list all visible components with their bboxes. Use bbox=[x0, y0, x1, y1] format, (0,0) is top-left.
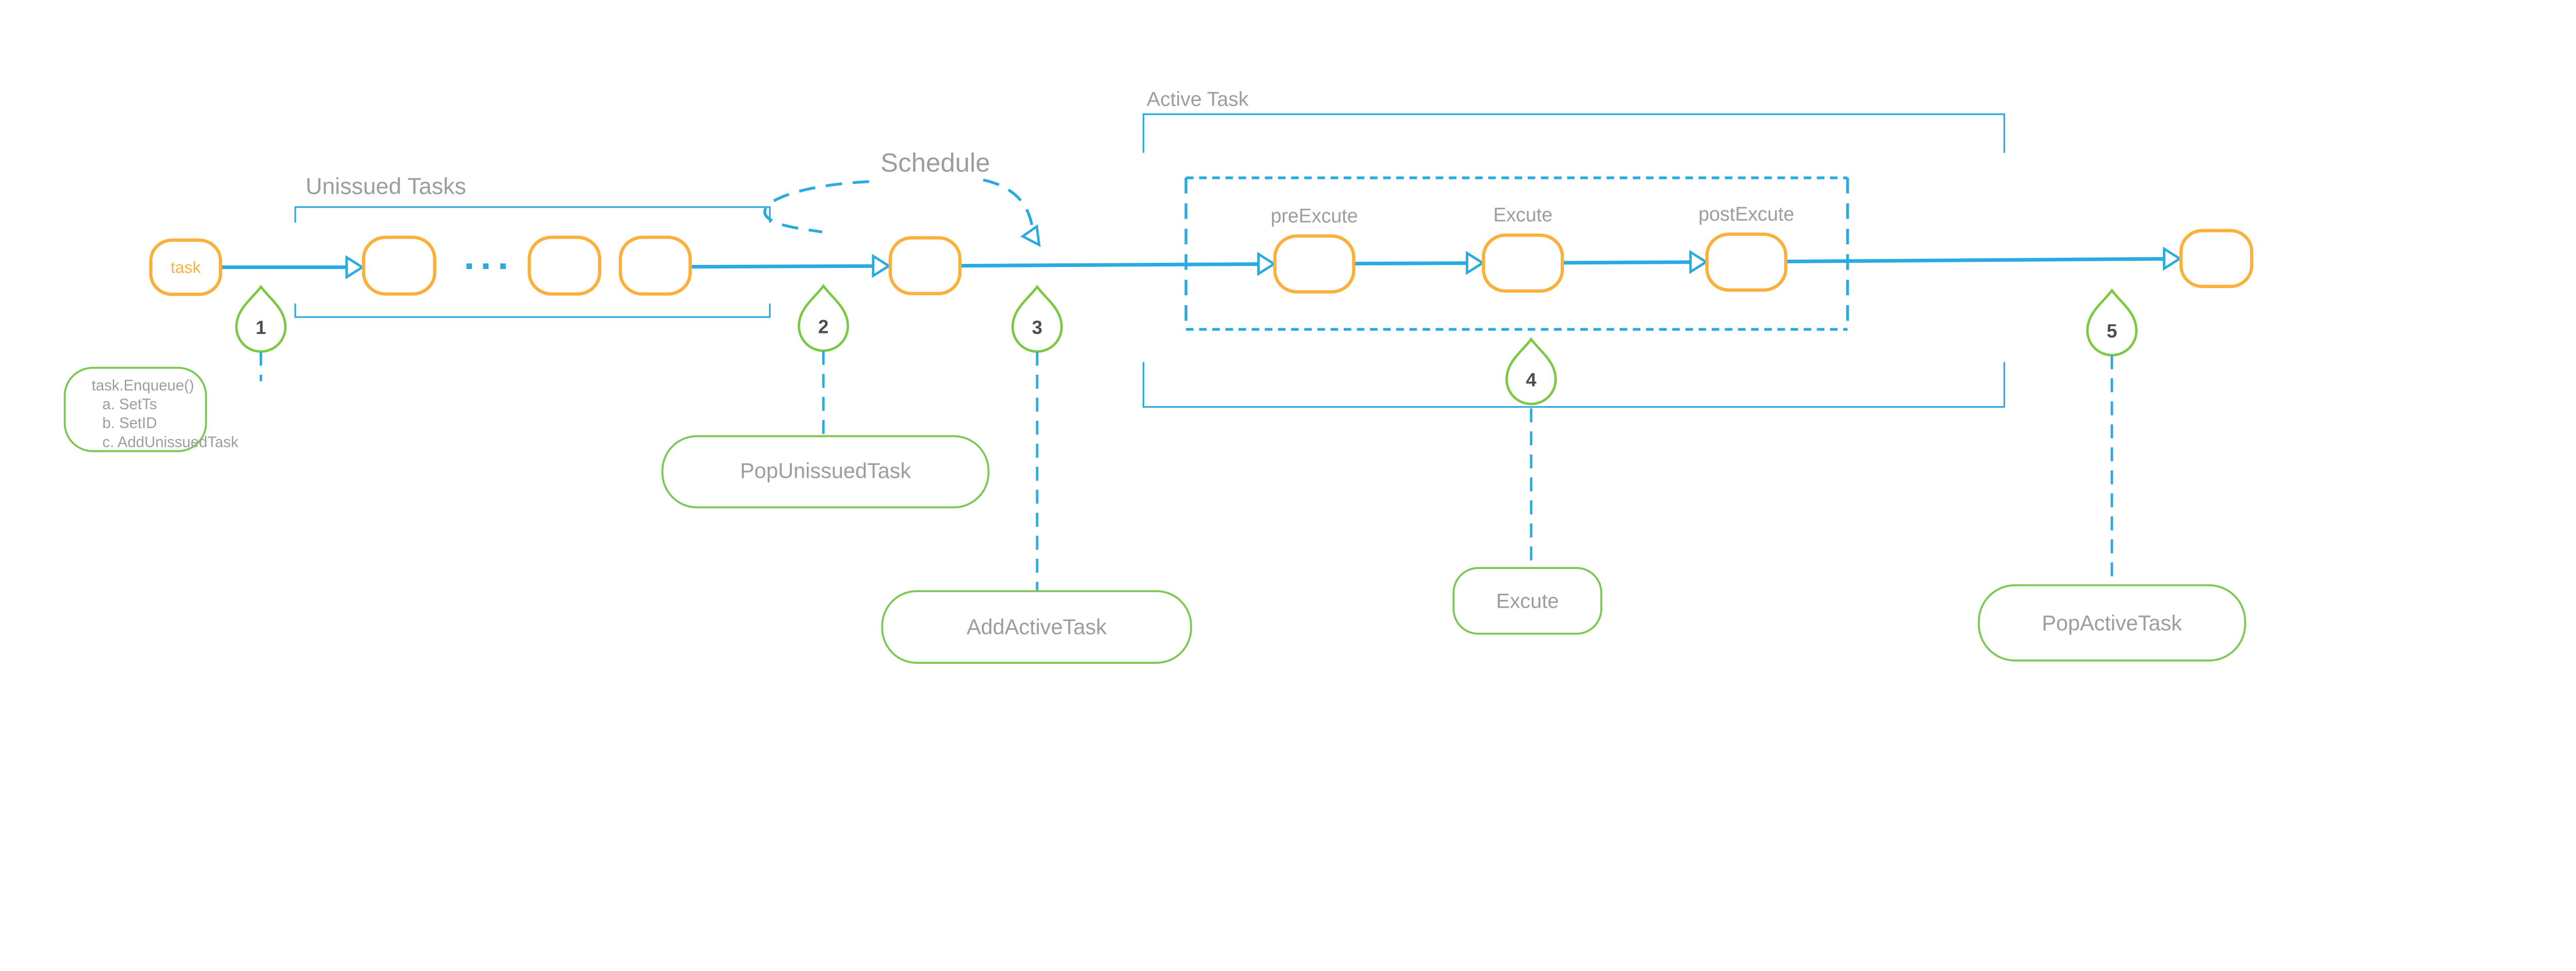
unissued-node-3 bbox=[618, 236, 692, 296]
callout-excute bbox=[1452, 567, 1603, 635]
flow-line-preexcute-to-excute bbox=[1353, 261, 1466, 265]
callout-pop-active-task-label: PopActiveTask bbox=[2042, 611, 2182, 635]
flow-line-schedule-to-preexcute bbox=[960, 262, 1258, 268]
flow-line-excute-to-postexcute bbox=[1562, 260, 1690, 265]
task-node bbox=[149, 238, 223, 296]
diagram-canvas: Unissued Tasks task Schedule Active Task bbox=[63, 88, 2253, 664]
marker-3-pin bbox=[1011, 284, 1063, 353]
schedule-label: Schedule bbox=[880, 148, 990, 177]
excute-node bbox=[1482, 233, 1564, 293]
callouts: task.Enqueue() a. SetTs b. SetID c. AddU… bbox=[63, 366, 2246, 664]
callout-excute-label: Excute bbox=[1496, 590, 1559, 613]
pre-excute-node bbox=[1273, 234, 1355, 294]
callout-add-active-task-label: AddActiveTask bbox=[967, 615, 1107, 639]
marker-connectors bbox=[259, 350, 2113, 595]
step-markers: 1 2 3 4 5 bbox=[235, 283, 2138, 406]
schedule-left-arc bbox=[763, 180, 869, 233]
active-task-label: Active Task bbox=[1147, 88, 1249, 111]
post-excute-node bbox=[1705, 232, 1788, 292]
unissued-tasks-top-bracket bbox=[294, 206, 771, 223]
callout-enqueue-line-4: c. AddUnissuedTask bbox=[103, 433, 239, 450]
unissued-tasks-section: Unissued Tasks task bbox=[149, 174, 771, 318]
unissued-node-2 bbox=[528, 236, 602, 296]
unissued-node-1 bbox=[362, 236, 436, 296]
unissued-tasks-bottom-bracket bbox=[294, 303, 771, 318]
schedule-right-arc bbox=[982, 178, 1034, 230]
active-task-section: Active Task preExcute Excute postExcute bbox=[1142, 88, 2005, 408]
arrow-head-icon bbox=[2163, 246, 2182, 271]
task-scheduling-diagram: Unissued Tasks task Schedule Active Task bbox=[63, 88, 2253, 664]
flow-line-postexcute-to-done bbox=[1786, 257, 2163, 263]
marker-5-pin bbox=[2086, 288, 2138, 357]
callout-enqueue bbox=[63, 366, 207, 453]
active-task-dotted-frame bbox=[1184, 176, 1849, 331]
marker-1-number: 1 bbox=[256, 317, 266, 338]
callout-pop-active-task bbox=[1977, 584, 2246, 662]
callout-pop-unissued-task bbox=[661, 435, 990, 509]
pre-excute-label: preExcute bbox=[1270, 205, 1358, 226]
excute-label: Excute bbox=[1494, 204, 1553, 226]
arrow-head-icon bbox=[1689, 249, 1709, 274]
marker-3-number: 3 bbox=[1032, 317, 1042, 338]
active-task-bottom-bracket bbox=[1142, 362, 2005, 408]
callout-add-active-task bbox=[881, 590, 1192, 664]
post-excute-label: postExcute bbox=[1699, 203, 1794, 225]
task-node-label: task bbox=[171, 258, 201, 276]
unissued-tasks-label: Unissued Tasks bbox=[306, 174, 466, 199]
arrow-head-icon bbox=[1466, 250, 1485, 275]
arrow-head-icon bbox=[1020, 224, 1041, 247]
active-task-top-bracket bbox=[1142, 113, 2005, 153]
ellipsis-dots-icon bbox=[466, 263, 506, 270]
arrow-head-icon bbox=[872, 254, 891, 278]
arrow-head-icon bbox=[345, 255, 365, 279]
marker-4-pin bbox=[1505, 337, 1557, 406]
marker-5-number: 5 bbox=[2107, 321, 2117, 342]
marker-1-pin bbox=[235, 284, 287, 353]
marker-2-number: 2 bbox=[818, 316, 828, 337]
arrow-head-icon bbox=[1257, 252, 1277, 276]
main-flow bbox=[220, 246, 2182, 279]
marker-4-number: 4 bbox=[1526, 370, 1537, 391]
callout-pop-unissued-task-label: PopUnissuedTask bbox=[740, 458, 911, 482]
marker-2-pin bbox=[798, 283, 850, 352]
callout-enqueue-line-2: a. SetTs bbox=[103, 396, 157, 413]
callout-enqueue-line-3: b. SetID bbox=[103, 415, 157, 432]
callout-enqueue-line-1: task.Enqueue() bbox=[92, 377, 194, 394]
done-node bbox=[2179, 229, 2253, 288]
scheduled-node bbox=[888, 236, 962, 295]
schedule-section: Schedule bbox=[763, 148, 1041, 295]
